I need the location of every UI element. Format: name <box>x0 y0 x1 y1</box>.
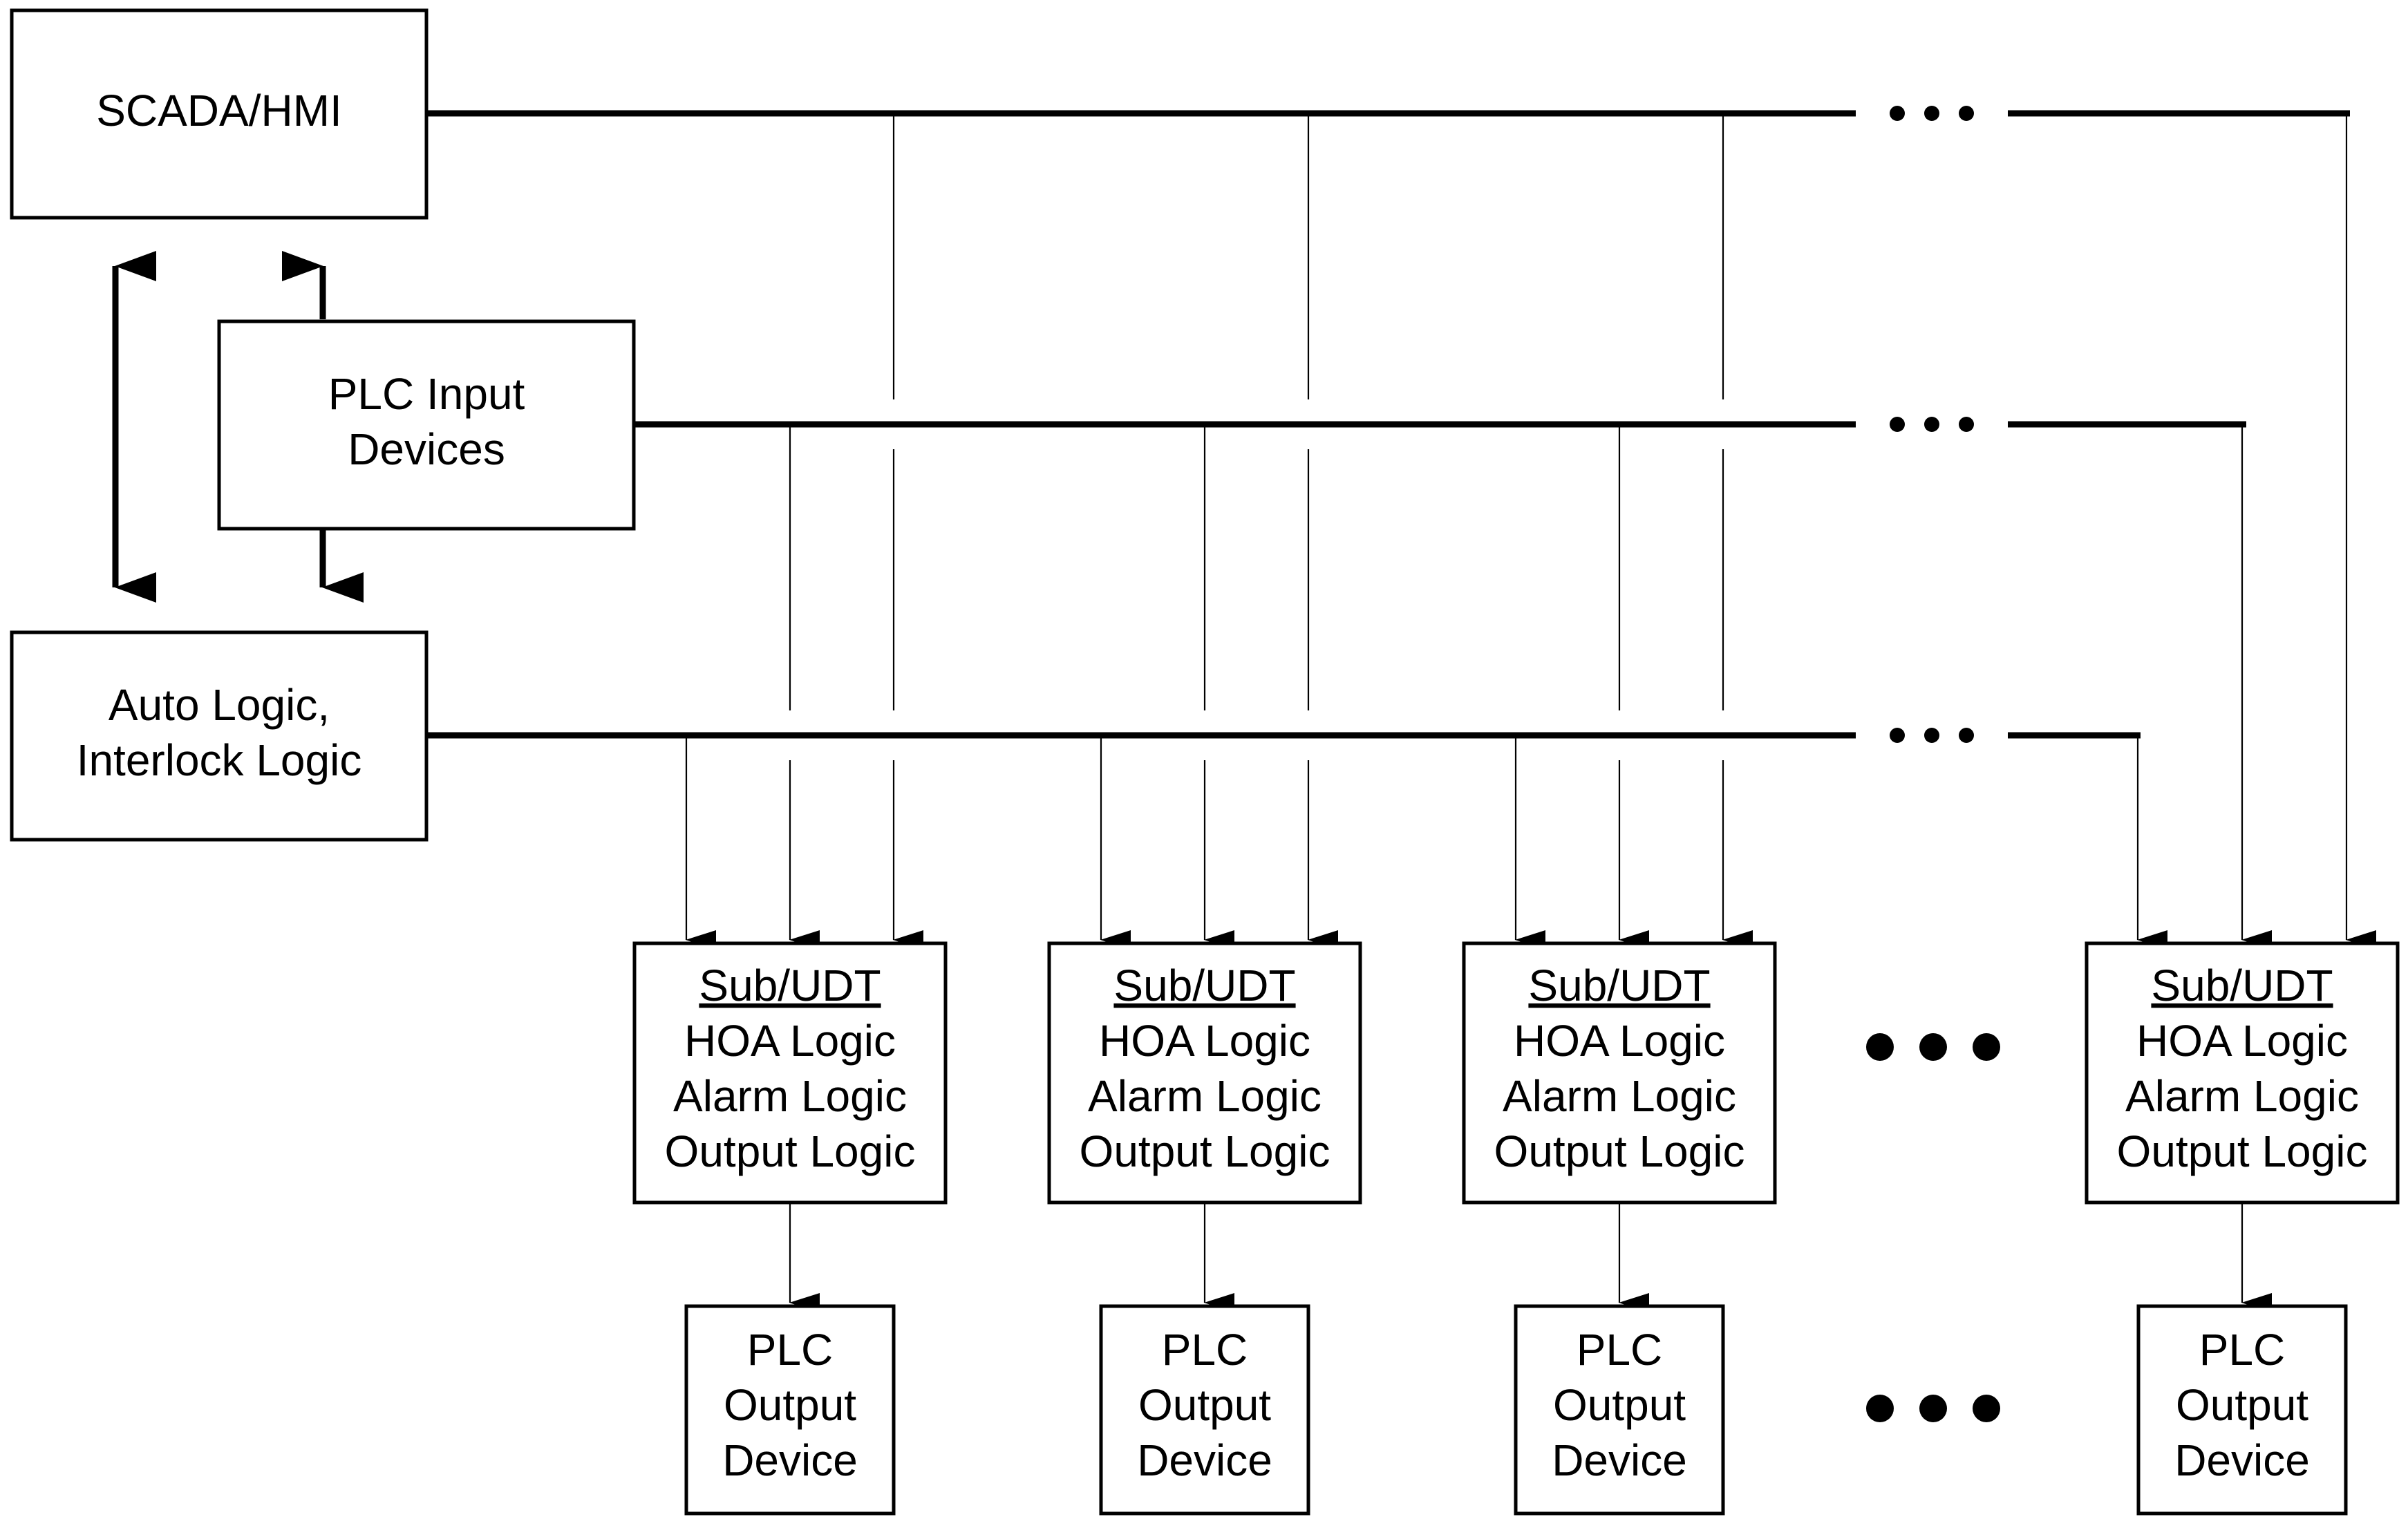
output-device-label-line-3: Device <box>2174 1435 2310 1485</box>
sub-udt-node-1: Sub/UDT HOA Logic Alarm Logic Output Log… <box>632 941 948 1205</box>
sub-udt-node-2: Sub/UDT HOA Logic Alarm Logic Output Log… <box>1047 941 1362 1205</box>
alarm-logic-label: Alarm Logic <box>673 1071 907 1121</box>
plc-output-device-node-4: PLC Output Device <box>2136 1304 2348 1516</box>
scada-hmi-node: SCADA/HMI <box>10 8 429 220</box>
plc-input-label-line-2: Devices <box>348 424 505 474</box>
scada-drops <box>892 113 2376 950</box>
sub-udt-ellipsis <box>1866 1033 2000 1061</box>
output-logic-label: Output Logic <box>1494 1126 1745 1176</box>
sub-udt-title: Sub/UDT <box>1113 961 1295 1010</box>
hoa-logic-label: HOA Logic <box>1514 1016 1725 1066</box>
auto-logic-node: Auto Logic, Interlock Logic <box>10 630 429 842</box>
sub-udt-title: Sub/UDT <box>2151 961 2333 1010</box>
output-device-label-line-1: PLC <box>2199 1325 2286 1375</box>
output-device-label-line-2: Output <box>724 1380 856 1430</box>
output-device-label-line-1: PLC <box>1577 1325 1663 1375</box>
plc-input-bus <box>634 417 2246 432</box>
auto-logic-label-line-2: Interlock Logic <box>77 735 362 785</box>
output-device-label-line-2: Output <box>1138 1380 1271 1430</box>
output-device-label-line-1: PLC <box>1162 1325 1248 1375</box>
output-device-ellipsis <box>1866 1395 2000 1422</box>
output-device-label-line-2: Output <box>1553 1380 1686 1430</box>
plc-input-devices-node: PLC Input Devices <box>217 319 636 531</box>
output-logic-label: Output Logic <box>1080 1126 1330 1176</box>
scada-hmi-label: SCADA/HMI <box>96 86 342 135</box>
output-device-label-line-1: PLC <box>747 1325 834 1375</box>
sub-udt-title: Sub/UDT <box>699 961 881 1010</box>
sub-udt-node-3: Sub/UDT HOA Logic Alarm Logic Output Log… <box>1462 941 1777 1205</box>
auto-logic-label-line-1: Auto Logic, <box>109 680 330 730</box>
hoa-logic-label: HOA Logic <box>1099 1016 1310 1066</box>
plc-output-device-node-2: PLC Output Device <box>1099 1304 1310 1516</box>
left-connectors <box>112 251 364 603</box>
auto-logic-drops <box>685 735 2167 950</box>
sub-udt-title: Sub/UDT <box>1528 961 1710 1010</box>
output-arrows <box>789 1203 2272 1312</box>
output-logic-label: Output Logic <box>665 1126 916 1176</box>
auto-logic-bus <box>426 728 2141 743</box>
hoa-logic-label: HOA Logic <box>2136 1016 2348 1066</box>
output-device-label-line-3: Device <box>722 1435 858 1485</box>
sub-udt-node-4: Sub/UDT HOA Logic Alarm Logic Output Log… <box>2085 941 2400 1205</box>
plc-input-label-line-1: PLC Input <box>328 369 525 419</box>
output-device-label-line-2: Output <box>2176 1380 2308 1430</box>
output-logic-label: Output Logic <box>2117 1126 2368 1176</box>
alarm-logic-label: Alarm Logic <box>1088 1071 1321 1121</box>
hoa-logic-label: HOA Logic <box>684 1016 896 1066</box>
plc-output-device-node-3: PLC Output Device <box>1514 1304 1725 1516</box>
output-device-label-line-3: Device <box>1137 1435 1272 1485</box>
alarm-logic-label: Alarm Logic <box>1503 1071 1736 1121</box>
plc-output-device-node-1: PLC Output Device <box>684 1304 896 1516</box>
scada-bus <box>426 106 2350 121</box>
alarm-logic-label: Alarm Logic <box>2125 1071 2359 1121</box>
plc-input-drops <box>789 424 2272 950</box>
output-device-label-line-3: Device <box>1552 1435 1687 1485</box>
